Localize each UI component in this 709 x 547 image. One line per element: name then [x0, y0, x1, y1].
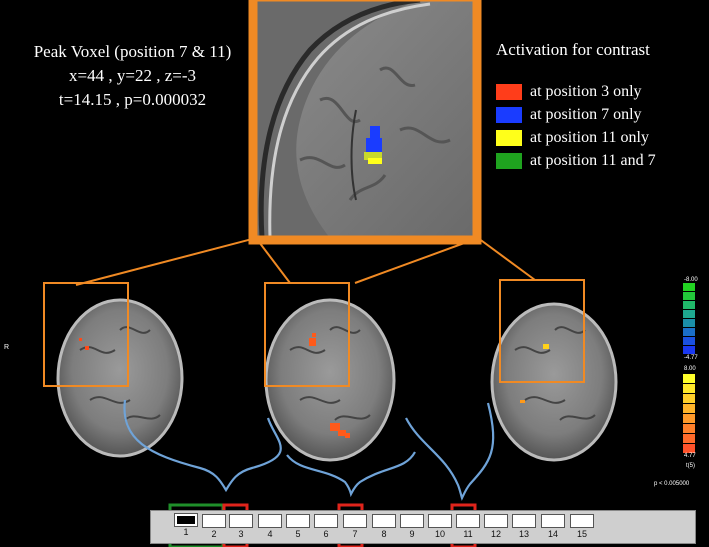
legend-label: at position 11 only: [530, 129, 649, 146]
position-cell-8[interactable]: 8: [369, 514, 399, 542]
legend-label: at position 3 only: [530, 83, 642, 100]
position-number: 4: [267, 529, 273, 539]
position-number: 15: [576, 529, 587, 539]
brace-3: [405, 402, 495, 501]
legend-swatch-blue: [496, 107, 522, 123]
position-cell-1[interactable]: 1: [171, 514, 201, 542]
activation-yellow: [364, 152, 382, 160]
position-cell-7[interactable]: 7: [340, 514, 370, 542]
legend-swatch-yellow: [496, 130, 522, 146]
position-box: [428, 514, 452, 528]
legend-swatch-green: [496, 153, 522, 169]
position-cell-3[interactable]: 3: [226, 514, 256, 542]
position-number: 14: [547, 529, 558, 539]
activation-blue: [370, 126, 380, 138]
colorbar-pos-bottom-label: 4.77: [684, 453, 696, 459]
position-number: 11: [463, 529, 473, 539]
legend-item-position-7: at position 7 only: [496, 105, 642, 125]
zoom-frame: [248, 0, 482, 245]
position-cell-14[interactable]: 14: [538, 514, 568, 542]
legend-item-position-3: at position 3 only: [496, 82, 642, 102]
brain-slice-2: [264, 298, 396, 462]
activation-blue-lower: [366, 138, 382, 154]
position-box: [202, 514, 226, 528]
position-box: [258, 514, 282, 528]
colorbar-threshold: p < 0.005000: [654, 481, 690, 487]
position-number: 12: [490, 529, 501, 539]
connector-line-right: [477, 237, 536, 281]
legend-swatch-red: [496, 84, 522, 100]
position-number: 3: [238, 529, 244, 539]
position-box: [484, 514, 508, 528]
legend-title: Activation for contrast: [496, 40, 650, 59]
legend-item-position-11-and-7: at position 11 and 7: [496, 151, 656, 171]
position-box: [456, 514, 480, 528]
position-number: 10: [434, 529, 445, 539]
slice-1-box: [43, 282, 129, 387]
brace-2: [286, 451, 416, 498]
slice-2-box: [264, 282, 350, 387]
position-cell-10[interactable]: 10: [425, 514, 455, 542]
legend-item-position-11: at position 11 only: [496, 128, 649, 148]
position-number: 1: [183, 527, 189, 537]
position-cell-13[interactable]: 13: [509, 514, 539, 542]
position-box: [541, 514, 565, 528]
position-cell-5[interactable]: 5: [283, 514, 313, 542]
position-number: 13: [518, 529, 529, 539]
colorbar-pos-top-label: 8.00: [684, 366, 696, 372]
legend-label: at position 11 and 7: [530, 152, 656, 169]
position-number: 9: [409, 529, 415, 539]
peak-voxel-info: Peak Voxel (position 7 & 11) x=44 , y=22…: [0, 40, 265, 112]
colorbar-neg-top-label: -8.00: [684, 277, 698, 283]
position-box: [512, 514, 536, 528]
position-box: [286, 514, 310, 528]
position-cell-12[interactable]: 12: [481, 514, 511, 542]
position-box: [372, 514, 396, 528]
brace-1: [123, 399, 282, 493]
colorbar-neg-bottom-label: -4.77: [684, 355, 698, 361]
position-box: [314, 514, 338, 528]
position-box: [175, 514, 197, 526]
slice-3-box: [499, 279, 585, 383]
peak-coordinates: x=44 , y=22 , z=-3: [69, 66, 196, 85]
position-cell-6[interactable]: 6: [311, 514, 341, 542]
position-cell-4[interactable]: 4: [255, 514, 285, 542]
position-cell-11[interactable]: 11: [453, 514, 483, 542]
zoom-inset: [248, 0, 482, 245]
peak-stats: t=14.15 , p=0.000032: [58, 90, 207, 109]
position-cell-2[interactable]: 2: [199, 514, 229, 542]
position-box: [570, 514, 594, 528]
position-box: [400, 514, 424, 528]
colorbar: [683, 283, 695, 453]
position-number: 7: [352, 529, 358, 539]
position-number: 6: [323, 529, 329, 539]
connector-line-mid-right: [354, 237, 479, 284]
position-number: 2: [211, 529, 217, 539]
connector-line-left: [75, 237, 257, 286]
orientation-label: R: [4, 344, 10, 351]
connector-line-mid-left: [255, 237, 291, 284]
position-cell-9[interactable]: 9: [397, 514, 427, 542]
position-cell-15[interactable]: 15: [567, 514, 597, 542]
position-number: 8: [381, 529, 387, 539]
position-box: [229, 514, 253, 528]
position-number: 5: [295, 529, 301, 539]
legend-label: at position 7 only: [530, 106, 642, 123]
colorbar-stat-label: t(5): [686, 463, 695, 469]
position-box: [343, 514, 367, 528]
peak-title: Peak Voxel (position 7 & 11): [33, 42, 232, 61]
brain-slice-1: [56, 298, 184, 458]
